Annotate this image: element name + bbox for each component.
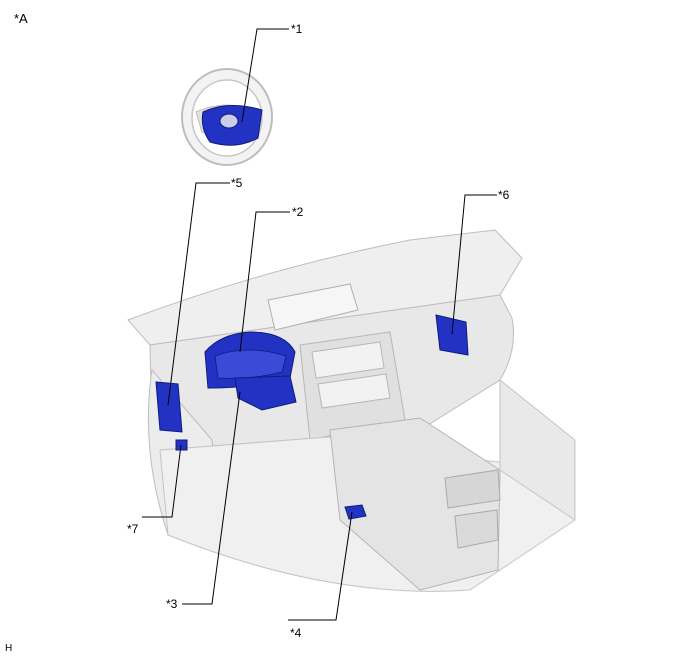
leader-line-2 <box>239 211 290 353</box>
component-6-right-ecu <box>435 314 469 356</box>
component-3-spiral-cable-switch <box>234 375 297 411</box>
callout-4: *4 <box>290 626 302 640</box>
callout-1: *1 <box>291 22 303 36</box>
callout-6: *6 <box>498 188 510 202</box>
leader-line-5 <box>167 182 230 406</box>
callout-3: *3 <box>166 597 178 611</box>
callout-7: *7 <box>127 522 139 536</box>
callout-2: *2 <box>292 205 304 219</box>
component-7-connector <box>175 439 188 451</box>
component-5-left-ecu <box>155 381 183 433</box>
leader-lines <box>142 28 497 621</box>
view-label: *A <box>14 11 28 26</box>
leader-line-3 <box>182 391 241 605</box>
leader-line-4 <box>288 511 353 621</box>
leader-line-1 <box>241 28 289 123</box>
leader-line-6 <box>451 194 497 335</box>
cockpit-interior <box>127 229 576 592</box>
component-4-floor-sensor <box>344 504 367 520</box>
component-1-steering-pad <box>201 105 263 146</box>
callout-5: *5 <box>231 176 243 190</box>
corner-code: H <box>5 643 13 654</box>
leader-line-7 <box>142 444 182 518</box>
